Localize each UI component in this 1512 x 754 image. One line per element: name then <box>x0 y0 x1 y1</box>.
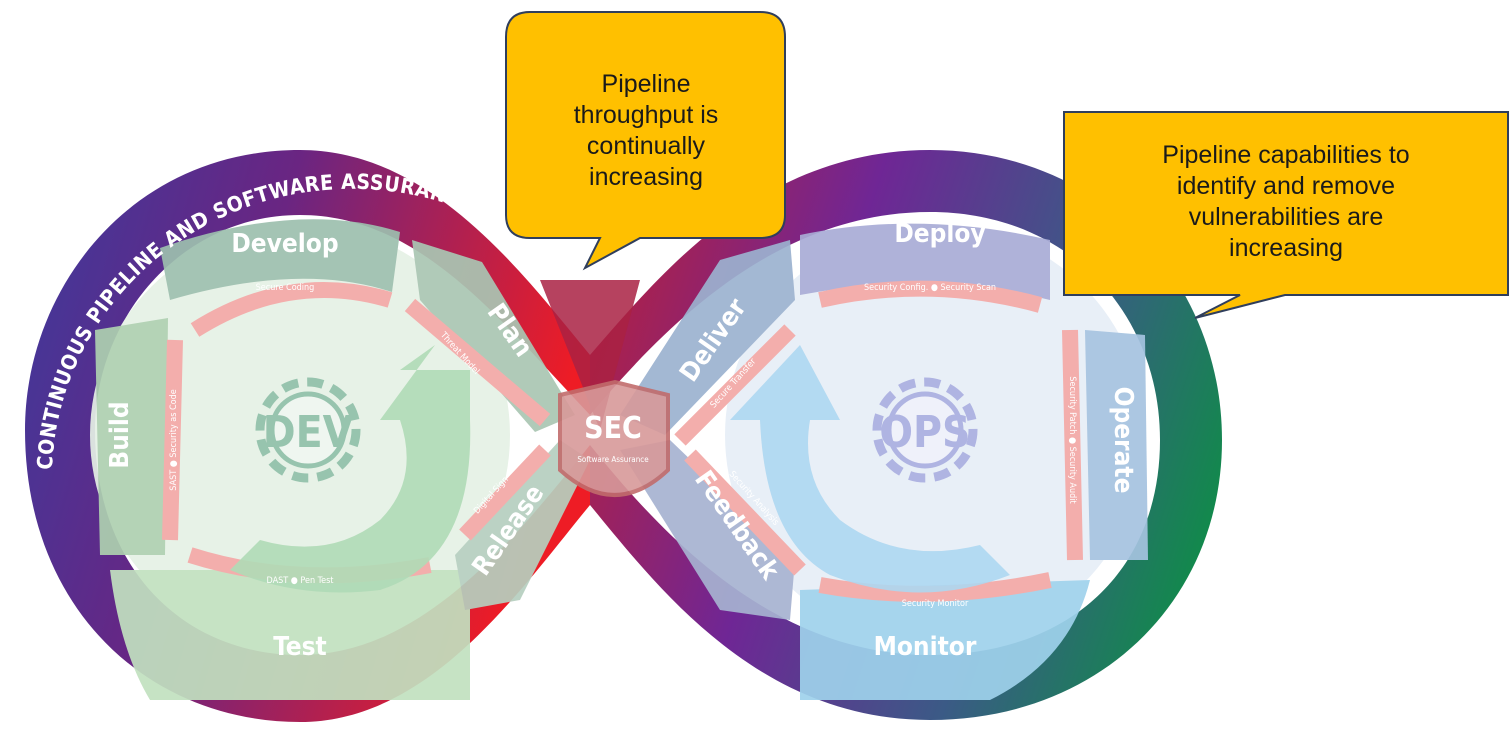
practice-operate-side: Security Patch ● Security Audit <box>1067 376 1077 503</box>
practice-test-side: DAST ● Pen Test <box>267 576 334 586</box>
stage-build: Build <box>105 401 135 468</box>
dev-gear-label: DEV <box>263 407 354 458</box>
practice-secure-coding: Secure Coding <box>256 283 315 293</box>
operate-band <box>1085 330 1148 560</box>
test-band <box>110 570 470 700</box>
deploy-band <box>800 223 1050 300</box>
deliver-band <box>620 240 795 435</box>
stage-operate: Operate <box>1108 387 1138 494</box>
ops-practice-ring <box>674 280 1083 602</box>
build-band <box>95 318 168 555</box>
practice-deploy-side: Security Config. ● Security Scan <box>864 283 996 293</box>
callout-throughput-bubble <box>505 11 786 271</box>
center-cross: SEC Software Assurance <box>540 280 670 497</box>
plan-band <box>412 240 575 432</box>
dev-cycle-arrow <box>230 345 471 593</box>
callout-throughput-text: Pipeline throughput is continually incre… <box>573 70 719 191</box>
stage-test: Test <box>273 632 327 662</box>
ops-gear-label: OPS <box>879 407 970 458</box>
ops-loop: OPS <box>620 223 1148 700</box>
sec-shield-icon <box>558 379 670 497</box>
stage-deploy: Deploy <box>894 219 985 249</box>
develop-band <box>160 219 400 300</box>
sec-subtitle: Software Assurance <box>577 455 649 464</box>
practice-security-monitor: Security Monitor <box>902 599 969 609</box>
sec-title: SEC <box>584 411 642 446</box>
feedback-band <box>620 440 795 620</box>
practice-build-side: SAST ● Security as Code <box>169 389 179 490</box>
monitor-band <box>800 580 1090 700</box>
release-band <box>455 440 590 610</box>
dev-loop: DEV <box>90 219 590 700</box>
ops-gear-icon <box>872 377 978 483</box>
dev-gear-icon <box>255 377 361 483</box>
callout-capabilities-text: Pipeline capabilities to identify and re… <box>1162 141 1410 262</box>
ops-cycle-arrow <box>730 345 1010 593</box>
stage-develop: Develop <box>231 229 338 259</box>
callout-capabilities-bubble <box>1063 111 1509 319</box>
stage-monitor: Monitor <box>874 632 977 662</box>
